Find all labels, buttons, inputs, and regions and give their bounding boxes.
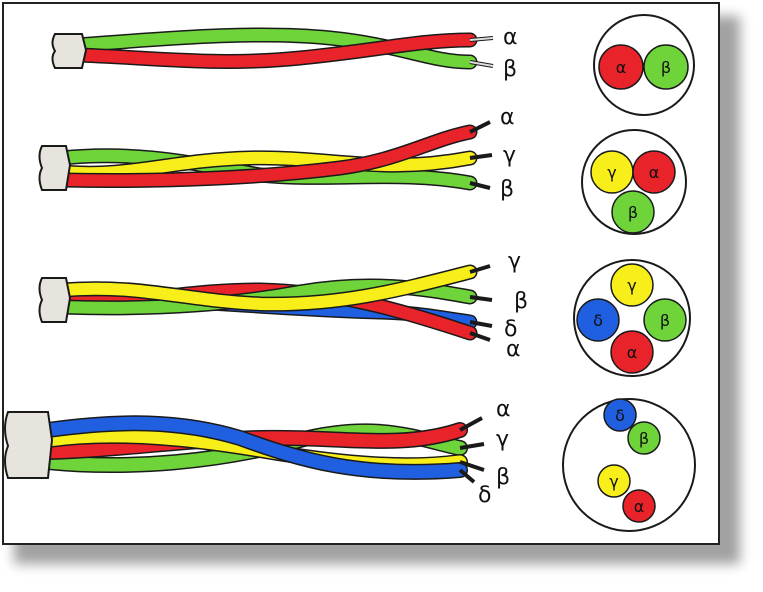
- conductor-green: [611, 190, 655, 234]
- cross-section-3: γ δ β α: [573, 259, 691, 377]
- cross-section-outline: [562, 398, 696, 532]
- wire-label: γ: [496, 427, 509, 452]
- conductor-label: β: [639, 429, 649, 448]
- wire-tip: [469, 153, 493, 160]
- conductor-blue: [603, 398, 637, 432]
- wire-label: δ: [504, 317, 517, 342]
- conductor-red: [598, 44, 644, 90]
- wire-label: α: [500, 105, 515, 130]
- wire-label: α: [503, 25, 518, 50]
- wire-tip: [469, 320, 493, 328]
- wire-tip: [458, 468, 476, 484]
- conductor-red: [632, 150, 676, 194]
- wire-tip: [469, 181, 491, 190]
- wire-green: [72, 29, 476, 68]
- cross-section-4: δ β γ α: [562, 398, 696, 532]
- conductor-blue: [576, 298, 620, 342]
- wire-tip: [469, 264, 491, 274]
- wire-tip-core: [469, 37, 494, 41]
- conductor-yellow: [597, 464, 631, 498]
- wire-tip: [459, 442, 485, 450]
- cross-section-1: α β: [593, 14, 695, 116]
- cable-row-2: α γ β: [38, 105, 516, 202]
- cross-section-2: γ α β: [581, 129, 687, 235]
- wire-label: δ: [478, 483, 491, 508]
- wire-blue: [41, 416, 467, 479]
- conductor-label: α: [627, 343, 638, 362]
- wire-label: β: [496, 465, 510, 490]
- conductor-label: γ: [609, 472, 618, 491]
- wire-tip: [459, 416, 483, 432]
- wire-label: α: [506, 337, 521, 362]
- conductor-label: δ: [593, 311, 603, 330]
- conductor-label: β: [628, 203, 638, 222]
- conductor-label: δ: [615, 406, 625, 425]
- cable-ferrule: [38, 145, 72, 191]
- conductor-label: α: [616, 58, 627, 77]
- wire-label: α: [496, 397, 511, 422]
- wire-tip: [469, 295, 493, 302]
- conductor-green: [627, 421, 661, 455]
- wire-tip-core: [469, 61, 494, 67]
- cable-row-3: γ β δ α: [38, 249, 528, 362]
- conductor-label: γ: [627, 276, 636, 295]
- conductor-yellow: [610, 263, 654, 307]
- wire-red: [56, 126, 476, 187]
- cable-row-4: α γ β δ: [4, 397, 511, 508]
- conductor-label: β: [660, 311, 670, 330]
- wire-tip: [469, 331, 491, 342]
- cable-ferrule: [4, 411, 54, 479]
- cable-ferrule: [51, 33, 88, 69]
- conductor-red: [610, 330, 654, 374]
- wire-label: β: [514, 289, 528, 314]
- cable-row-1: α β: [51, 25, 518, 82]
- wire-label: β: [500, 177, 514, 202]
- wire-yellow: [56, 266, 476, 311]
- wire-label: γ: [503, 143, 516, 168]
- wire-red: [72, 34, 476, 68]
- wire-tip: [469, 120, 491, 134]
- wire-yellow: [56, 151, 476, 180]
- conductor-green: [643, 298, 687, 342]
- wire-label: β: [503, 57, 517, 82]
- cross-section-outline: [573, 259, 691, 377]
- conductor-green: [643, 44, 689, 90]
- conductor-label: α: [634, 497, 645, 516]
- conductor-label: α: [649, 163, 660, 182]
- conductor-label: β: [661, 58, 671, 77]
- conductor-red: [622, 489, 656, 523]
- cable-ferrule: [38, 277, 72, 323]
- wire-tip: [459, 460, 485, 472]
- conductor-label: γ: [607, 163, 616, 182]
- wire-label: γ: [508, 249, 521, 274]
